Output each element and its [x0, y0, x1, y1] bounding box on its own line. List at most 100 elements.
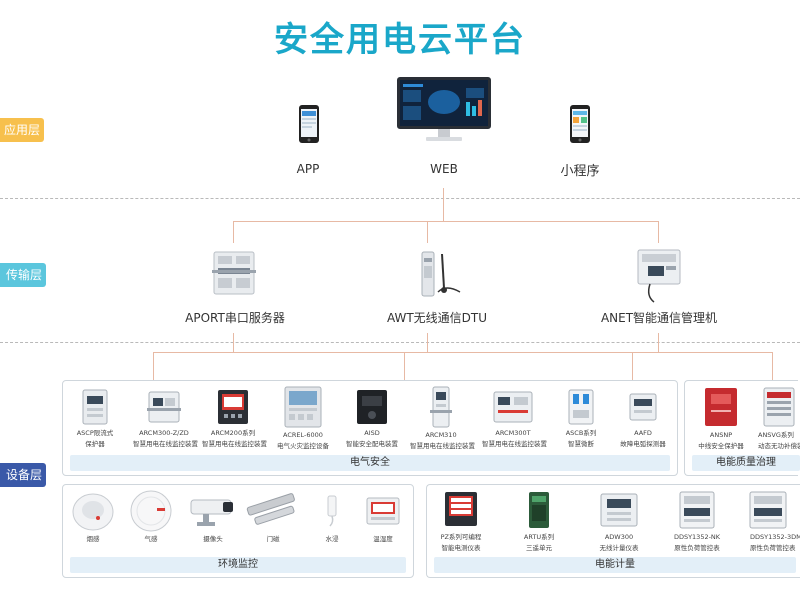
device-smoke-name: 烟感 [86, 535, 100, 543]
door-sensor-icon [245, 490, 301, 532]
water-sensor-icon [320, 490, 344, 532]
device-aafd-name: AAFD [634, 429, 652, 437]
device-ddsy1352-3dm-desc: 原性负荷管控表 [750, 544, 796, 552]
device-ascb-name: ASCB系列 [565, 429, 597, 437]
device-arcm310-icon [430, 386, 452, 428]
device-pz-desc: 智能电测仪表 [441, 544, 481, 552]
miniapp-phone-icon [569, 104, 591, 144]
device-ansnp-icon [703, 386, 739, 428]
device-arcm300t-desc: 智慧用电在线监控装置 [482, 440, 547, 448]
device-camera: 摄像头 [182, 490, 244, 543]
device-arcm300-zd-icon [147, 388, 181, 426]
device-ddsy1352-3dm-icon [748, 490, 788, 530]
device-acrel6000-name: ACREL-6000 [283, 431, 323, 439]
device-arcm300t: ARCM300T 智慧用电在线监控装置 [482, 388, 547, 448]
connector [427, 221, 428, 243]
device-door-sensor-name: 门磁 [266, 535, 280, 543]
connector [233, 221, 234, 243]
device-temp-humidity: 温湿度 [354, 490, 412, 543]
device-arcm300t-icon [492, 388, 534, 426]
device-ddsy1352-nk-name: DDSY1352-NK [673, 533, 721, 541]
connector [404, 352, 405, 380]
device-arcm310-name: ARCM310 [425, 431, 457, 439]
device-ddsy1352-nk-desc: 原性负荷管控表 [674, 544, 720, 552]
device-ddsy1352-3dm-name: DDSY1352-3DM [750, 533, 800, 541]
connector [443, 188, 444, 221]
device-ascp-desc: 保护器 [85, 440, 105, 448]
camera-icon [187, 490, 239, 532]
connector [632, 352, 633, 380]
device-artu: ARTU系列 三遥单元 [508, 490, 570, 552]
device-pz-icon [443, 490, 479, 530]
device-adw300-name: ADW300 [604, 533, 634, 541]
device-arcm300-zd: ARCM300-Z/ZD 智慧用电在线监控装置 [133, 388, 198, 448]
temp-humidity-icon [363, 490, 403, 532]
device-ddsy1352-nk: DDSY1352-NK 原性负荷管控表 [666, 490, 728, 552]
app-node-label: APP [296, 162, 320, 176]
device-arcm200-icon [216, 388, 250, 426]
device-ansnp: ANSNP 中线安全保护器 [690, 386, 752, 450]
comm-manager-icon [636, 248, 682, 304]
device-ascb-icon [567, 388, 595, 426]
device-ascp-icon [80, 388, 110, 426]
group-environment-title: 环境监控 [70, 557, 406, 573]
device-smoke: 烟感 [64, 490, 122, 543]
device-pz: PZ系列可编程 智能电测仪表 [430, 490, 492, 552]
group-electrical-title: 电气安全 [70, 455, 670, 471]
device-aisd-name: AISD [364, 429, 380, 437]
device-arcm200-name: ARCM200系列 [210, 429, 256, 437]
device-door-sensor: 门磁 [242, 490, 304, 543]
device-ansvg-icon [762, 386, 796, 428]
device-camera-name: 摄像头 [203, 535, 223, 543]
connector [427, 333, 428, 352]
app-phone-icon [298, 104, 320, 144]
device-ascp: ASCP限流式 保护器 [64, 388, 126, 448]
device-arcm300t-name: ARCM300T [495, 429, 531, 437]
connector [233, 333, 234, 352]
connector [658, 221, 659, 243]
device-aisd-icon [355, 388, 389, 426]
layer-tag-device: 设备层 [0, 463, 46, 487]
device-ansvg: ANSVG系列 动态无功补偿装 [748, 386, 800, 450]
layer-tag-app: 应用层 [0, 118, 44, 142]
device-water-name: 水浸 [325, 535, 339, 543]
page-title: 安全用电云平台 [274, 20, 526, 60]
device-arcm200: ARCM200系列 智慧用电在线监控装置 [202, 388, 267, 448]
device-ascb: ASCB系列 智慧微断 [550, 388, 612, 448]
connector [233, 221, 658, 222]
serial-server-label: APORT串口服务器 [185, 311, 285, 325]
device-artu-name: ARTU系列 [523, 533, 555, 541]
device-adw300: ADW300 无线计量仪表 [588, 490, 650, 552]
device-acrel6000-icon [284, 386, 322, 428]
device-arcm300-zd-desc: 智慧用电在线监控装置 [133, 440, 198, 448]
device-artu-icon [525, 490, 553, 530]
device-arcm310-desc: 智慧用电在线监控装置 [410, 442, 475, 450]
miniapp-node-label: 小程序 [560, 164, 600, 179]
device-ansvg-desc: 动态无功补偿装 [758, 442, 800, 450]
device-ascp-name: ASCP限流式 [76, 429, 114, 437]
device-acrel6000-desc: 电气火灾监控设备 [277, 442, 329, 450]
gas-detector-icon [129, 490, 173, 532]
serial-server-icon [212, 248, 256, 298]
device-arcm200-desc: 智慧用电在线监控装置 [202, 440, 267, 448]
device-gas: 气感 [122, 490, 180, 543]
device-adw300-desc: 无线计量仪表 [599, 544, 639, 552]
device-ddsy1352-3dm: DDSY1352-3DM 原性负荷管控表 [736, 490, 800, 552]
device-artu-desc: 三遥单元 [526, 544, 552, 552]
layer-tag-transport: 传输层 [0, 263, 46, 287]
device-ansnp-name: ANSNP [709, 431, 733, 439]
device-arcm310: ARCM310 智慧用电在线监控装置 [410, 386, 475, 450]
device-aisd: AISD 智能安全配电装置 [341, 388, 403, 448]
web-node-label: WEB [430, 162, 458, 176]
device-ddsy1352-nk-icon [678, 490, 716, 530]
connector [772, 352, 773, 380]
device-aafd-icon [628, 388, 658, 426]
connector [153, 352, 154, 380]
dtu-icon [416, 248, 466, 300]
device-acrel6000: ACREL-6000 电气火灾监控设备 [272, 386, 334, 450]
connector [658, 333, 659, 352]
group-metering-title: 电能计量 [434, 557, 796, 573]
layer-divider-1 [0, 198, 800, 199]
smoke-detector-icon [71, 490, 115, 532]
dtu-label: AWT无线通信DTU [386, 311, 488, 325]
